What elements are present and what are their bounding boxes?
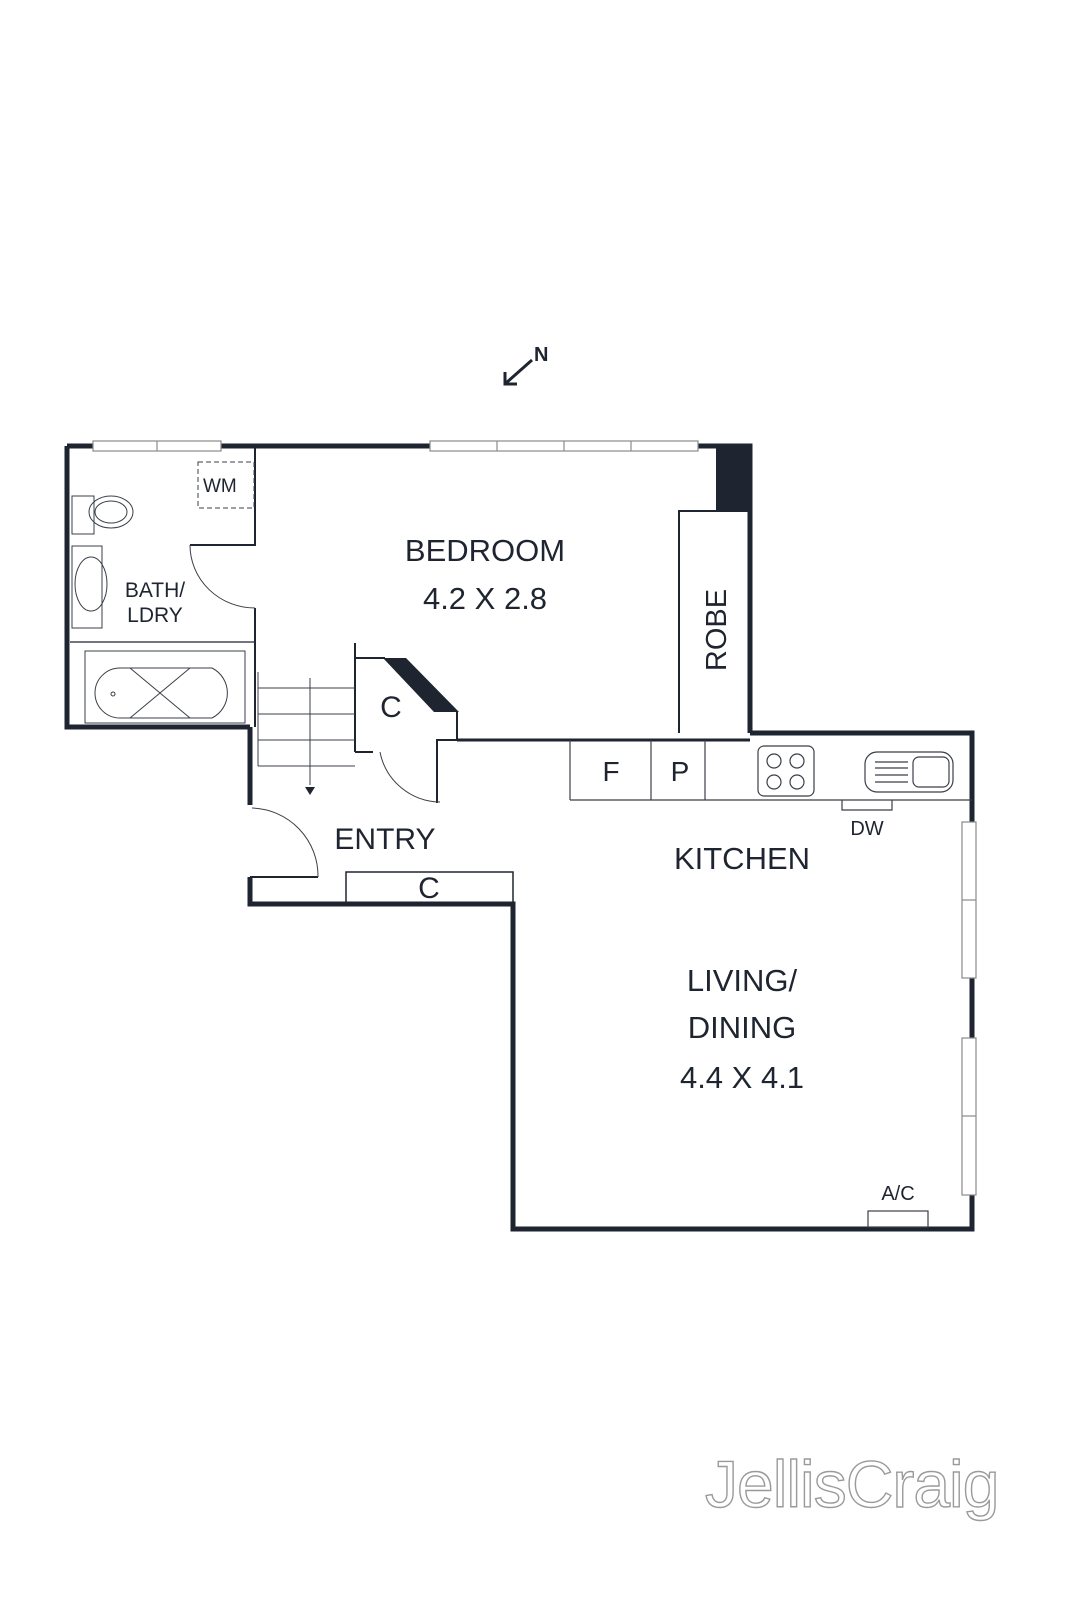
wm-label: WM [203,476,237,497]
interior-walls [70,446,750,905]
living-label-line2: DINING [688,1010,797,1045]
entry-label: ENTRY [334,823,435,856]
living-label-line1: LIVING/ [687,963,798,998]
wall-column [716,446,750,512]
bedroom-label: BEDROOM [405,533,565,568]
bedroom-dimensions: 4.2 X 2.8 [423,581,547,616]
dishwasher-label: DW [850,818,883,840]
bath-label-line2: LDRY [127,604,183,627]
robe-label: ROBE [701,589,733,671]
brand-logo: JellisCraig [705,1447,998,1521]
north-label: N [534,344,548,366]
windows [92,440,977,1196]
doors [189,544,441,878]
north-arrow-icon [503,358,533,386]
bath-label-line1: BATH/ [125,579,185,602]
kitchen-label: KITCHEN [674,841,810,876]
diagonal-wall [383,658,459,712]
cupboard-label-2: C [418,872,440,905]
pantry-label: P [671,756,690,787]
bathroom-fixtures [71,461,255,724]
living-dimensions: 4.4 X 4.1 [680,1060,804,1095]
stairs [257,672,355,785]
kitchen-bench [569,740,972,1228]
fridge-label: F [602,756,619,787]
cupboard-label-1: C [380,691,402,724]
ac-label: A/C [881,1183,914,1205]
stair-direction-arrow-icon [305,787,315,795]
